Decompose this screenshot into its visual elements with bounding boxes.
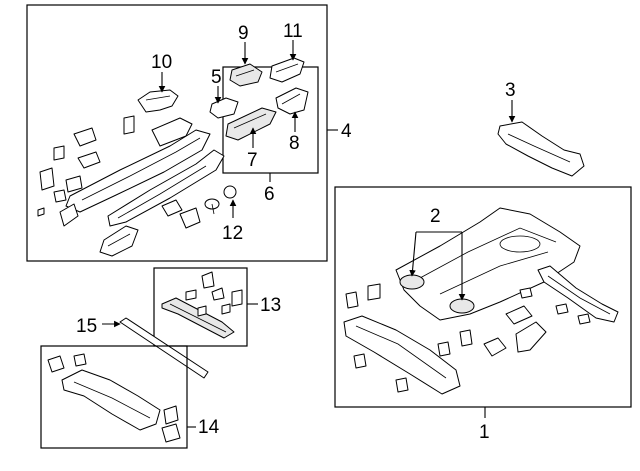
part-9-bracket [229, 42, 263, 87]
assembly-box-14 [40, 345, 196, 449]
rear-floor-pan [395, 207, 581, 321]
part-13-rail-and-clips [161, 271, 243, 339]
part-8-bracket [275, 87, 309, 132]
callout-13: 13 [260, 295, 281, 316]
callout-1: 1 [479, 422, 490, 443]
part-10-bracket [137, 72, 179, 113]
callout-3: 3 [505, 80, 516, 101]
callout-6: 6 [264, 184, 275, 205]
callout-15: 15 [76, 316, 97, 337]
small-brackets-box-1 [345, 283, 591, 393]
rear-floor-cross-member [343, 315, 461, 395]
callout-5: 5 [211, 67, 222, 88]
rear-floor-lower-rail [107, 149, 225, 227]
part-3-reinforcement [497, 100, 585, 177]
callout-7: 7 [247, 150, 258, 171]
rail-extension-bracket [99, 225, 139, 257]
callout-14: 14 [198, 417, 220, 438]
part-2-leader [409, 231, 466, 301]
callout-4: 4 [341, 121, 352, 142]
part-7-rail [225, 107, 277, 148]
part-14-rail-and-brackets [47, 353, 181, 443]
rear-floor-side-extension [537, 265, 619, 323]
callout-10: 10 [151, 52, 172, 73]
clips-and-fasteners [161, 185, 237, 229]
callout-12: 12 [222, 223, 243, 244]
callout-8: 8 [289, 133, 300, 154]
callout-11: 11 [283, 21, 303, 42]
assembly-box-13 [153, 267, 258, 347]
small-brackets-left [37, 115, 135, 227]
assembly-box-4 [26, 4, 338, 262]
callout-2: 2 [430, 206, 441, 227]
part-15-rod [102, 317, 209, 379]
assembly-box-1 [334, 186, 632, 418]
part-5-bracket [209, 86, 239, 119]
callout-9: 9 [238, 23, 249, 44]
sub-assembly-box-6 [222, 66, 319, 182]
part-11-bracket [269, 40, 305, 83]
